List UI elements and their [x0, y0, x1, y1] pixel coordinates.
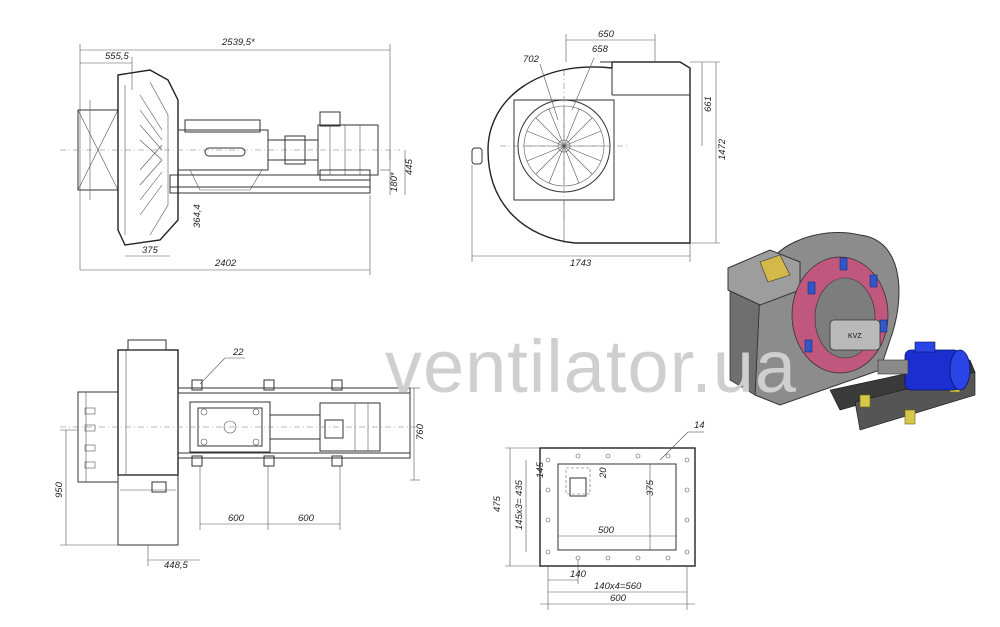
dim-offset-small: 20 — [598, 467, 609, 479]
dim-right-height: 445 — [404, 158, 415, 175]
watermark: ventilator.ua — [385, 325, 797, 408]
dim-pitch-h1: 140 — [570, 569, 587, 580]
dim-height-top: 661 — [703, 96, 714, 112]
render-badge: KVZ — [848, 333, 862, 340]
plan-view: 22 760 950 600 600 448,5 — [54, 339, 426, 571]
dim-pitch-v: 145x3= 435 — [514, 479, 525, 530]
dim-width-outer: 600 — [610, 593, 627, 604]
flange-view: 14 475 145x3= 435 145 20 375 500 140 140… — [492, 420, 705, 610]
dim-height-total: 1472 — [717, 138, 728, 160]
dim-height-outer: 475 — [492, 495, 503, 512]
label-ref-22: 22 — [232, 347, 244, 358]
dim-span-2: 600 — [298, 513, 315, 524]
dim-width-right: 760 — [415, 423, 426, 440]
dim-width-total: 1743 — [570, 258, 592, 269]
front-view: 702 658 650 661 1472 1743 — [471, 29, 728, 269]
dim-motor-height: 180* — [389, 172, 400, 192]
dim-span-1: 600 — [228, 513, 245, 524]
dim-overall-top: 2539,5* — [221, 37, 255, 48]
dim-width-inner: 500 — [598, 525, 615, 536]
dim-width-left: 950 — [54, 481, 65, 498]
dim-offset-left: 555,5 — [105, 51, 129, 62]
dim-overall-bottom: 2402 — [214, 258, 237, 269]
label-ref-14: 14 — [694, 420, 705, 431]
dim-height-inner: 375 — [645, 479, 656, 496]
dim-offset: 448,5 — [164, 560, 188, 571]
dim-d1: 702 — [523, 54, 540, 65]
render-3d: KVZ — [727, 231, 976, 431]
dim-pitch-h: 140x4=560 — [594, 581, 642, 592]
dim-d2: 658 — [592, 44, 609, 55]
dim-shaft-height: 364,4 — [192, 204, 203, 228]
side-view: 2539,5* 555,5 — [60, 37, 415, 275]
dim-outlet: 650 — [598, 29, 615, 40]
dim-pitch-v1: 145 — [535, 461, 546, 478]
dim-base-left: 375 — [142, 245, 159, 256]
